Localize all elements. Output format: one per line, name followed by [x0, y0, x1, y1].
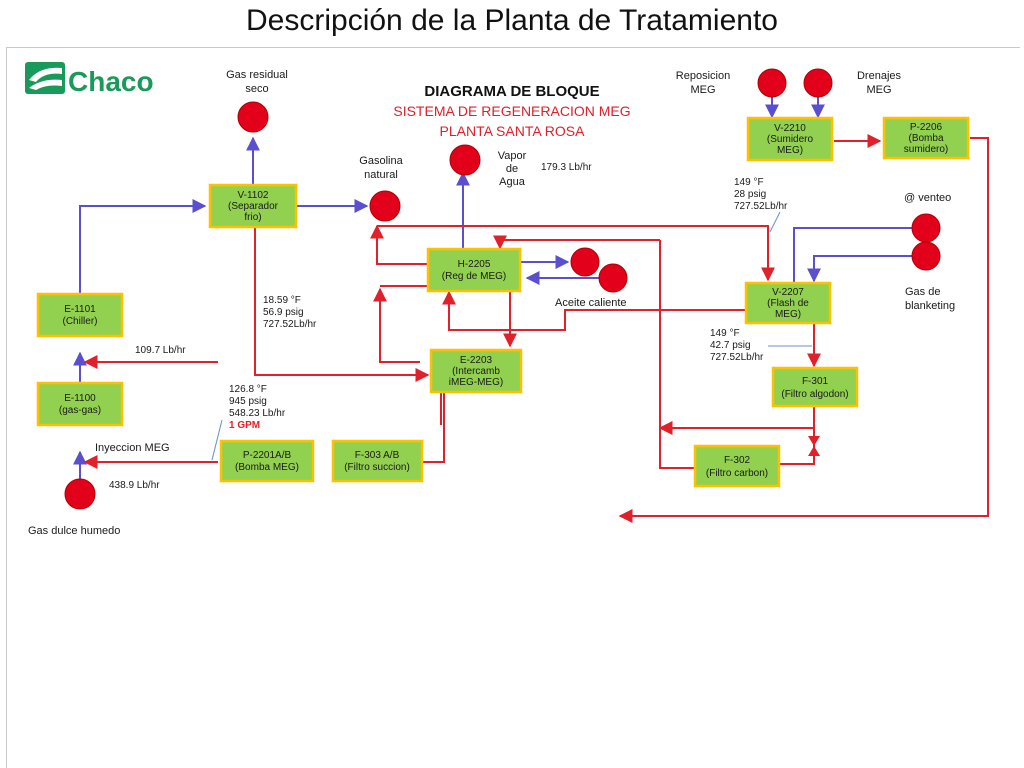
flow-438-label: 438.9 Lb/hr — [109, 480, 160, 491]
pump-gpm: 1 GPM — [229, 420, 260, 431]
gas-dulce-label: Gas dulce humedo — [28, 525, 120, 537]
annotation-leaders — [211, 211, 812, 461]
terminal-nodes — [64, 68, 941, 510]
v2207-out-temp: 149 °F — [710, 328, 740, 339]
e1101-tag: E-1101 — [64, 304, 96, 315]
aceite-label: Aceite caliente — [555, 297, 627, 309]
v2207-out-press: 42.7 psig — [710, 340, 751, 351]
pump-press: 945 psig — [229, 396, 267, 407]
meg-lines — [83, 134, 989, 523]
box-h2205: H-2205 (Reg de MEG) — [426, 247, 522, 293]
blanketing-node — [911, 241, 941, 271]
box-p2206: P-2206 (Bomba sumidero) — [882, 116, 970, 160]
venteo-label: @ venteo — [904, 192, 951, 204]
e2203-tag: E-2203 — [460, 355, 493, 366]
v2207-tag: V-2207 — [772, 287, 804, 298]
vapor-node — [449, 144, 481, 176]
pump-temp: 126.8 °F — [229, 384, 267, 395]
aceite-out-node — [570, 247, 600, 277]
v2210-tag: V-2210 — [774, 123, 806, 134]
gas-residual-label-2: seco — [245, 83, 268, 95]
v2207-in-flow: 727.52Lb/hr — [734, 201, 788, 212]
p2201-tag: P-2201A/B — [243, 450, 292, 461]
box-v2207: V-2207 (Flash de MEG) — [744, 281, 832, 325]
slide-title: Descripción de la Planta de Tratamiento — [246, 4, 778, 37]
condition-labels: 18.59 °F 56.9 psig 727.52Lb/hr 126.8 °F … — [229, 177, 788, 431]
drenajes-node — [803, 68, 833, 98]
f301-desc-1: (Filtro algodon) — [781, 389, 848, 400]
v1102-desc-1: (Separador — [228, 201, 279, 212]
venteo-node — [911, 213, 941, 243]
gas-lines — [73, 96, 926, 480]
v1102-temp: 18.59 °F — [263, 295, 301, 306]
v1102-flow: 727.52Lb/hr — [263, 319, 317, 330]
pump-flow: 548.23 Lb/hr — [229, 408, 286, 419]
v2207-in-temp: 149 °F — [734, 177, 764, 188]
gas-residual-label-1: Gas residual — [226, 69, 288, 81]
slide-frame — [6, 47, 1020, 768]
box-e1100: E-1100 (gas-gas) — [36, 381, 124, 427]
h2205-desc-1: (Reg de MEG) — [442, 271, 506, 282]
box-f303: F-303 A/B (Filtro succion) — [331, 439, 424, 483]
v2207-in-press: 28 psig — [734, 189, 766, 200]
v1102-tag: V-1102 — [238, 190, 269, 201]
p2206-desc-1: (Bomba — [908, 133, 943, 144]
box-f302: F-302 (Filtro carbon) — [693, 444, 781, 488]
drenajes-label-2: MEG — [866, 84, 891, 96]
e2203-desc-2: iMEG-MEG) — [449, 377, 503, 388]
e2203-desc-1: (Intercamb — [452, 366, 500, 377]
v1102-desc-2: frio) — [244, 212, 261, 223]
vapor-label-1: Vapor — [498, 150, 527, 162]
gasolina-label-1: Gasolina — [359, 155, 403, 167]
v2207-desc-1: (Flash de — [767, 298, 809, 309]
e1100-tag: E-1100 — [64, 393, 96, 404]
box-f301: F-301 (Filtro algodon) — [771, 366, 859, 408]
p2206-desc-2: sumidero) — [904, 144, 948, 155]
diagram-subtitle-1: SISTEMA DE REGENERACION MEG — [393, 103, 630, 119]
vapor-label-2: de — [506, 163, 518, 175]
gasolina-node — [369, 190, 401, 222]
box-e2203: E-2203 (Intercamb iMEG-MEG) — [429, 348, 523, 394]
chaco-logo: Chaco — [25, 62, 154, 97]
e1100-desc-1: (gas-gas) — [59, 405, 101, 416]
f303-tag: F-303 A/B — [355, 450, 400, 461]
logo-text: Chaco — [68, 66, 154, 97]
v1102-press: 56.9 psig — [263, 307, 304, 318]
inyeccion-label: Inyeccion MEG — [95, 442, 170, 454]
p2201-desc-1: (Bomba MEG) — [235, 462, 299, 473]
p2206-tag: P-2206 — [910, 122, 943, 133]
f301-tag: F-301 — [802, 376, 829, 387]
reposicion-node — [757, 68, 787, 98]
valve-icon — [808, 436, 820, 456]
v2207-out-flow: 727.52Lb/hr — [710, 352, 764, 363]
f303-desc-1: (Filtro succion) — [344, 462, 410, 473]
gasolina-label-2: natural — [364, 169, 398, 181]
box-v2210: V-2210 (Sumidero MEG) — [746, 116, 834, 162]
reposicion-label-1: Reposicion — [676, 70, 730, 82]
diagram-subtitle-2: PLANTA SANTA ROSA — [440, 123, 586, 139]
box-p2201: P-2201A/B (Bomba MEG) — [219, 439, 315, 483]
f302-tag: F-302 — [724, 455, 751, 466]
v2207-desc-2: MEG) — [775, 309, 801, 320]
vapor-flow-label: 179.3 Lb/hr — [541, 162, 592, 173]
box-e1101: E-1101 (Chiller) — [36, 292, 124, 338]
aceite-in-node — [598, 263, 628, 293]
stream-labels: Gas residual seco Gasolina natural Vapor… — [28, 69, 955, 537]
box-v1102: V-1102 (Separador frio) — [208, 183, 298, 229]
blanketing-label-1: Gas de — [905, 286, 940, 298]
h2205-tag: H-2205 — [458, 259, 491, 270]
vapor-label-3: Agua — [499, 176, 526, 188]
v2210-desc-2: MEG) — [777, 145, 803, 156]
diagram-title: DIAGRAMA DE BLOQUE — [424, 83, 599, 100]
v2210-desc-1: (Sumidero — [767, 134, 814, 145]
reposicion-label-2: MEG — [690, 84, 715, 96]
drenajes-label-1: Drenajes — [857, 70, 902, 82]
gas-dulce-node — [64, 478, 96, 510]
gas-residual-node — [237, 101, 269, 133]
blanketing-label-2: blanketing — [905, 300, 955, 312]
e1101-desc-1: (Chiller) — [63, 316, 98, 327]
flow-109-label: 109.7 Lb/hr — [135, 345, 186, 356]
f302-desc-1: (Filtro carbon) — [706, 468, 768, 479]
